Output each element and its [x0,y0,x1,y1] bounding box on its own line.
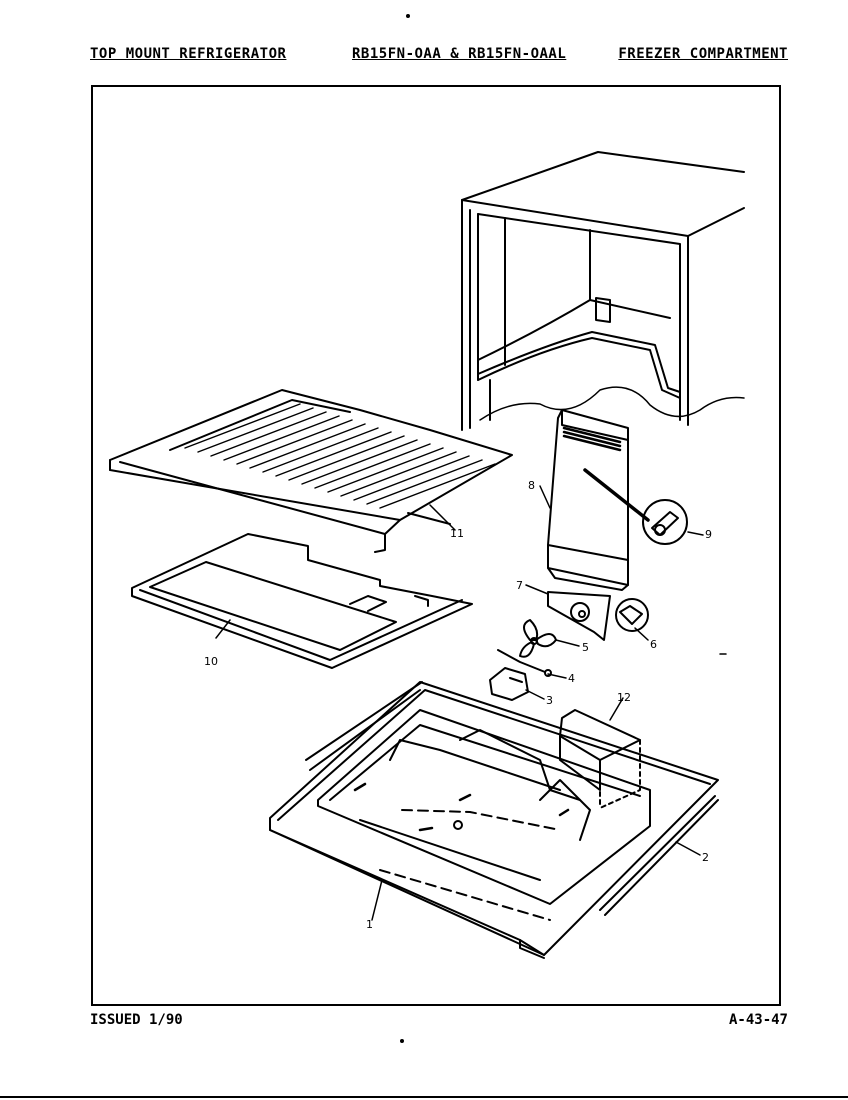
header-model-numbers: RB15FN-OAA & RB15FN-OAAL [352,46,567,62]
page-code: A-43-47 [728,1012,788,1028]
wire-shelf-illustration [109,389,513,553]
callout-8: 8 [528,479,535,492]
leader-lines [215,485,704,921]
callout-9: 9 [705,528,712,541]
issued-date: ISSUED 1/90 [90,1012,183,1028]
callout-2: 2 [702,851,709,864]
header-model-type: TOP MOUNT REFRIGERATOR [90,46,287,62]
callout-3: 3 [546,694,553,707]
callout-7: 7 [516,579,523,592]
bottom-rule [0,1096,848,1098]
callout-12: 12 [617,691,631,704]
callout-5: 5 [582,641,589,654]
panel-illustration [131,533,473,669]
callout-11: 11 [450,527,464,540]
fan-bracket-illustration [547,591,611,641]
callout-1: 1 [366,918,373,931]
callout-10: 10 [204,655,218,668]
evaporator-cover-illustration [547,409,650,591]
bracket-clip-illustration [497,649,552,677]
fan-motor-illustration [615,598,649,632]
callout-6: 6 [650,638,657,651]
cabinet-illustration [461,151,745,431]
clip-illustration [642,499,688,545]
header-section: FREEZER COMPARTMENT [618,46,788,62]
air-duct-illustration [559,709,641,809]
diagram-frame [91,85,781,1006]
fan-blade-illustration [519,619,557,658]
callout-labels: 1 2 3 4 5 6 7 8 9 10 11 12 [204,479,712,931]
callout-4: 4 [568,672,575,685]
freezer-floor-liner-illustration [269,681,719,959]
thermostat-illustration [489,667,529,701]
